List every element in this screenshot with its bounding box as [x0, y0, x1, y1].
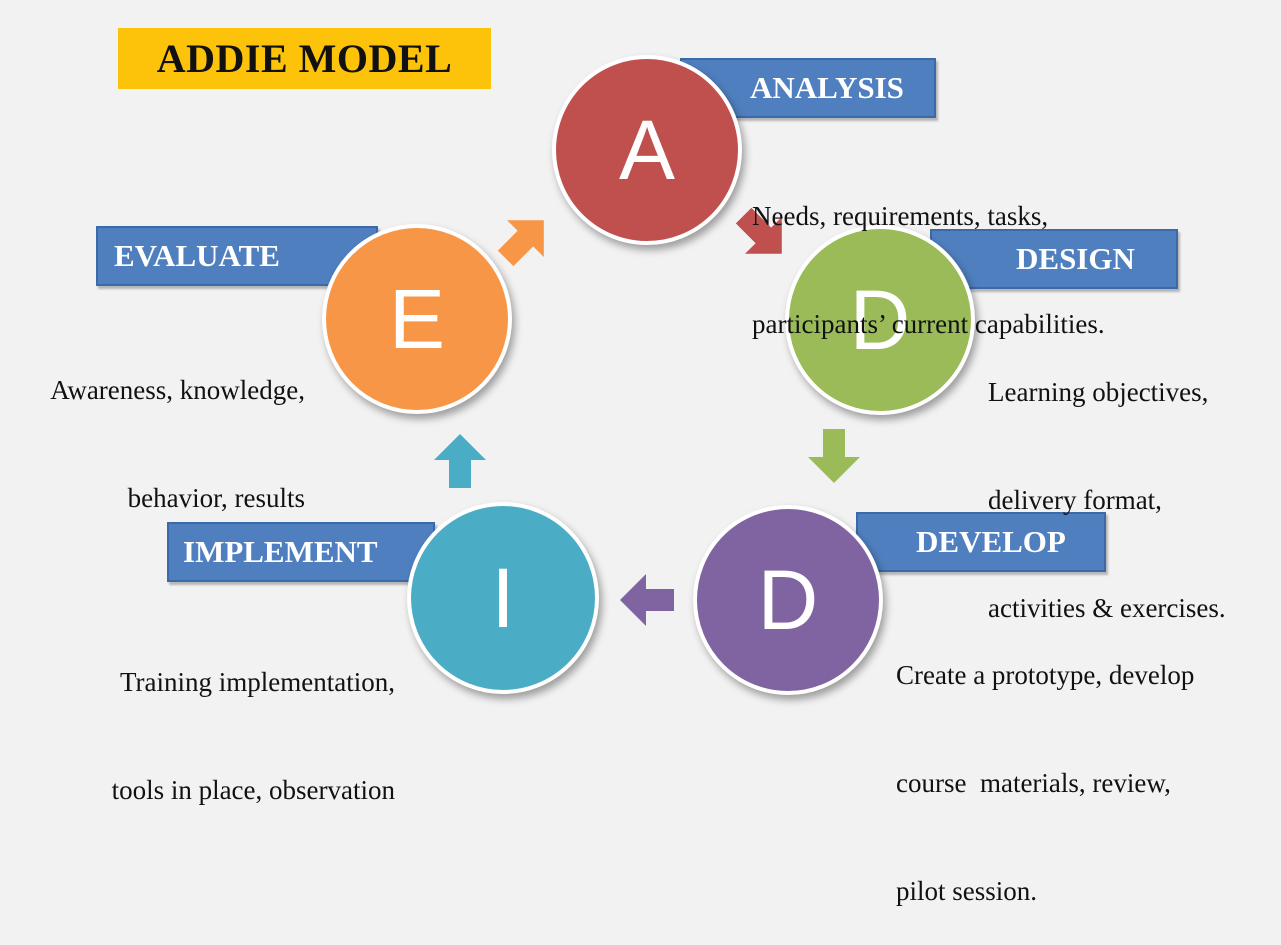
page-title: ADDIE MODEL: [118, 28, 491, 89]
label-analysis: ANALYSIS: [680, 58, 936, 118]
label-develop: DEVELOP: [856, 512, 1106, 572]
desc-design-line: Learning objectives,: [988, 377, 1209, 407]
arrow-evaluate-to-analysis: [497, 220, 544, 267]
desc-develop: Create a prototype, develop course mater…: [896, 585, 1194, 945]
desc-analysis-line: participants’ current capabilities.: [752, 309, 1105, 339]
circle-evaluate: E: [322, 224, 512, 414]
desc-design-line: delivery format,: [988, 485, 1162, 515]
label-implement: IMPLEMENT: [167, 522, 435, 582]
desc-evaluate-line: Awareness, knowledge,: [50, 375, 305, 405]
desc-analysis: Needs, requirements, tasks, participants…: [752, 126, 1105, 378]
circle-develop: D: [693, 505, 883, 695]
desc-implement-line: tools in place, observation: [111, 775, 395, 805]
desc-design-line: activities & exercises.: [988, 593, 1226, 623]
circle-analysis: A: [552, 55, 742, 245]
desc-design: Learning objectives, delivery format, ac…: [988, 302, 1226, 662]
arrow-design-to-develop: [808, 429, 860, 483]
desc-develop-line: Create a prototype, develop: [896, 660, 1195, 690]
desc-develop-line: pilot session.: [896, 876, 1038, 906]
desc-analysis-line: Needs, requirements, tasks,: [752, 201, 1049, 231]
desc-implement: Training implementation, tools in place,…: [112, 592, 395, 844]
circle-implement: I: [407, 502, 599, 694]
desc-develop-line: course materials, review,: [896, 768, 1171, 798]
cycle-arrows: [434, 207, 860, 626]
desc-evaluate-line: behavior, results: [127, 483, 305, 513]
arrow-analysis-to-design: [735, 207, 782, 254]
arrow-develop-to-implement: [620, 574, 674, 626]
circle-design: D: [785, 225, 975, 415]
desc-evaluate: Awareness, knowledge, behavior, results: [50, 300, 305, 552]
arrow-implement-to-evaluate: [434, 434, 486, 488]
desc-implement-line: Training implementation,: [120, 667, 395, 697]
